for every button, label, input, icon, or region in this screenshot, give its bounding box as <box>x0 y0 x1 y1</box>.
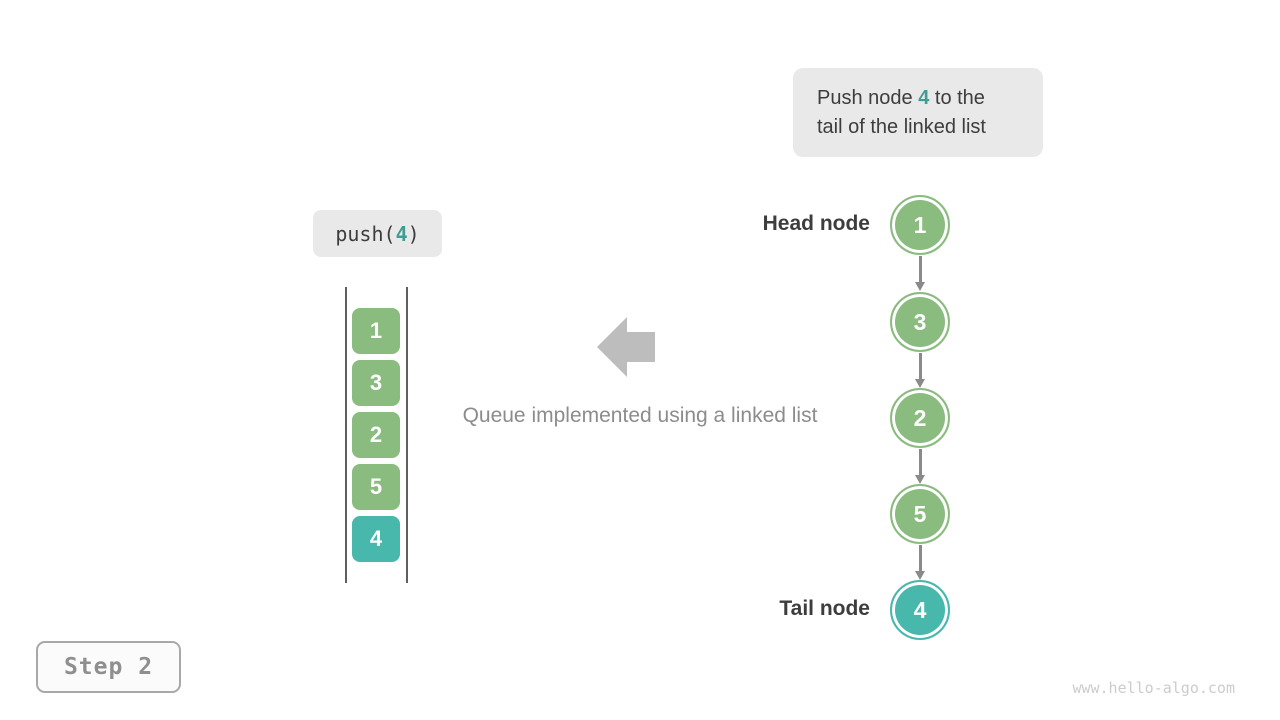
queue-item: 2 <box>352 412 400 458</box>
next-pointer-arrow-icon <box>910 353 930 388</box>
head-node-label: Head node <box>762 212 870 235</box>
queue-item: 4 <box>352 516 400 562</box>
list-node: 4 <box>890 580 950 640</box>
push-callout: Push node 4 to the tail of the linked li… <box>793 68 1043 157</box>
queue-rail-right <box>406 287 408 583</box>
push-operation-box: push(4) <box>313 210 442 257</box>
queue-item: 3 <box>352 360 400 406</box>
callout-highlight-value: 4 <box>918 86 930 109</box>
next-pointer-arrow-icon <box>910 449 930 484</box>
next-pointer-arrow-icon <box>910 545 930 580</box>
site-watermark: www.hello-algo.com <box>1072 679 1235 697</box>
op-suffix: ) <box>407 221 420 246</box>
diagram-caption: Queue implemented using a linked list <box>462 404 818 427</box>
callout-line1: Push node 4 to the <box>817 86 985 109</box>
list-node: 5 <box>890 484 950 544</box>
queue-item: 1 <box>352 308 400 354</box>
queue-item: 5 <box>352 464 400 510</box>
step-badge: Step 2 <box>36 641 181 693</box>
callout-line2: tail of the linked list <box>817 115 986 138</box>
left-block-arrow-icon <box>597 317 655 377</box>
list-node: 3 <box>890 292 950 352</box>
op-prefix: push( <box>335 221 396 246</box>
next-pointer-arrow-icon <box>910 256 930 291</box>
queue-rail-left <box>345 287 347 583</box>
list-node: 1 <box>890 195 950 255</box>
tail-node-label: Tail node <box>779 597 870 620</box>
op-arg: 4 <box>395 221 408 246</box>
list-node: 2 <box>890 388 950 448</box>
